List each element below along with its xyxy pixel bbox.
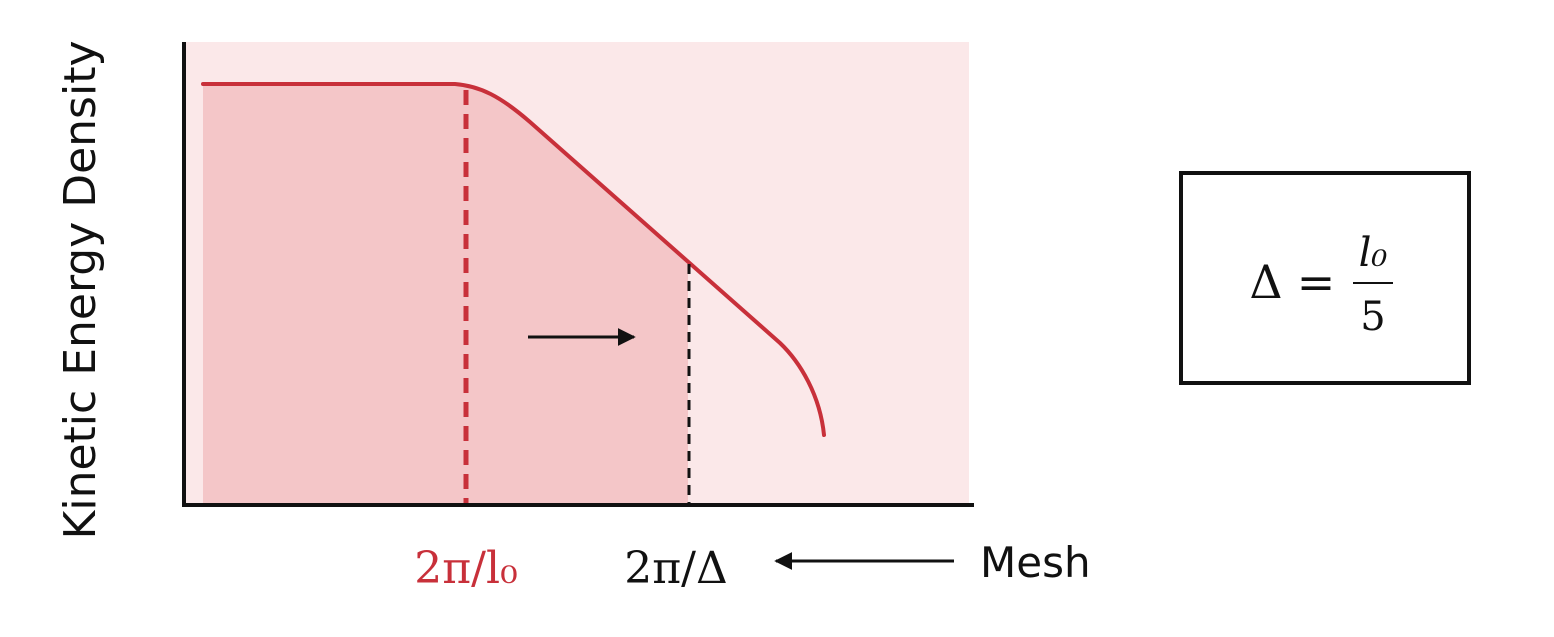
formula-numerator: l₀ (1359, 230, 1388, 276)
formula-lhs: Δ (1249, 255, 1282, 309)
y-axis-label: Kinetic Energy Density (55, 41, 106, 540)
formula-denominator: 5 (1360, 294, 1385, 340)
formula-box (1179, 171, 1471, 385)
mesh-label: Mesh (980, 538, 1091, 587)
integral-scale-tick-label: 2π/l₀ (414, 543, 517, 594)
energy-spectrum-curve (201, 82, 826, 437)
formula-equals: = (1297, 255, 1336, 309)
filter-width-tick-label: 2π/Δ (624, 543, 728, 594)
resolved-energy-region (203, 84, 688, 504)
